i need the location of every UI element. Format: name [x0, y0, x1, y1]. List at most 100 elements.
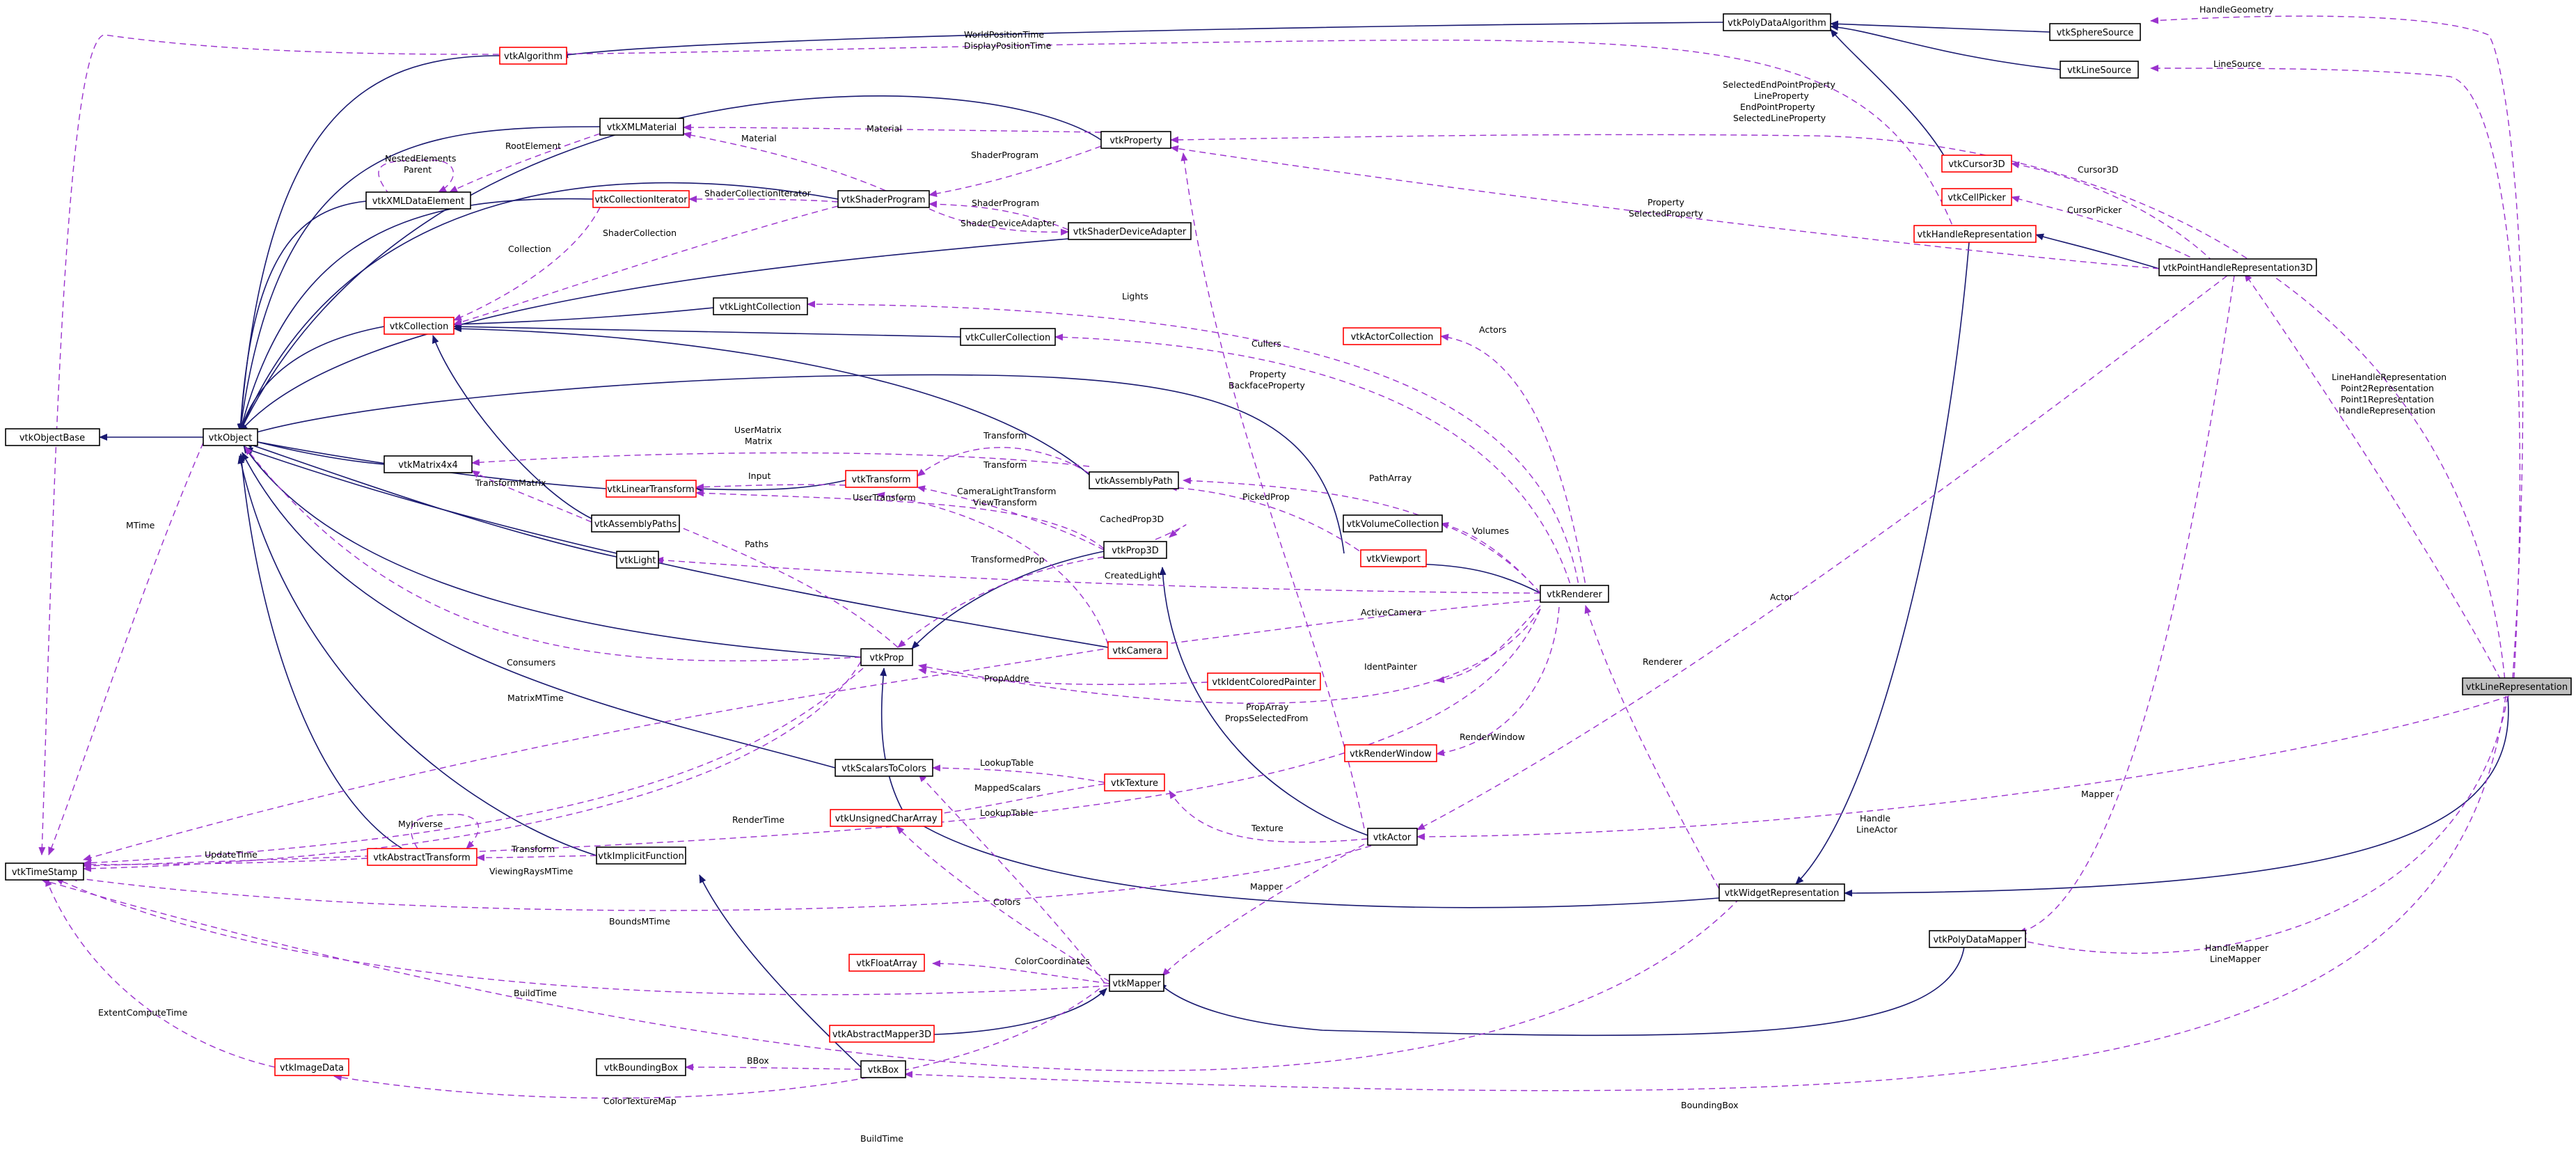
- node-vtkshaderdeviceadapter[interactable]: vtkShaderDeviceAdapter: [1068, 222, 1192, 240]
- node-vtkprop[interactable]: vtkProp: [860, 648, 913, 666]
- node-vtklinesource[interactable]: vtkLineSource: [2060, 61, 2139, 79]
- label-cursor3d: Cursor3D: [2078, 164, 2119, 175]
- label-createdlight: CreatedLight: [1105, 570, 1161, 581]
- node-vtkpolydatamapper[interactable]: vtkPolyDataMapper: [1929, 930, 2026, 948]
- edge-inh-abstracttransform-object: [238, 453, 403, 849]
- node-vtkcullercollection[interactable]: vtkCullerCollection: [960, 328, 1056, 346]
- label-texture: Texture: [1251, 823, 1283, 833]
- label-collection: Collection: [508, 244, 551, 254]
- node-vtktimestamp[interactable]: vtkTimeStamp: [5, 862, 84, 881]
- node-vtkcursor3d[interactable]: vtkCursor3D: [1941, 155, 2012, 173]
- node-vtkvolumecollection[interactable]: vtkVolumeCollection: [1343, 514, 1443, 533]
- label-endpointproperty: EndPointProperty: [1740, 102, 1815, 112]
- node-vtkbox[interactable]: vtkBox: [860, 1060, 906, 1078]
- edge-use-transform1: [917, 447, 1090, 477]
- node-vtkfloatarray[interactable]: vtkFloatArray: [848, 954, 925, 972]
- edge-use-lineproperties: [1170, 134, 2506, 690]
- node-vtkcellpicker[interactable]: vtkCellPicker: [1941, 188, 2012, 206]
- label-cachedprop3d: CachedProp3D: [1100, 514, 1164, 524]
- node-vtkshaderprogram[interactable]: vtkShaderProgram: [837, 190, 930, 208]
- node-vtktransform[interactable]: vtkTransform: [845, 470, 918, 488]
- node-vtkcamera[interactable]: vtkCamera: [1107, 641, 1168, 659]
- label-viewingraysmtime: ViewingRaysMTime: [489, 866, 574, 876]
- node-vtkwidgetrepresentation[interactable]: vtkWidgetRepresentation: [1718, 883, 1845, 901]
- node-vtkidentcoloredpainter[interactable]: vtkIdentColoredPainter: [1207, 672, 1321, 691]
- svg-text:vtkFloatArray: vtkFloatArray: [856, 959, 917, 969]
- svg-text:vtkSphereSource: vtkSphereSource: [2057, 28, 2134, 38]
- edge-use-createdlight: [655, 556, 1541, 594]
- edge-inh-lightcollection-collection: [453, 307, 714, 328]
- label-material1: Material: [867, 123, 902, 134]
- node-vtkmapper[interactable]: vtkMapper: [1109, 974, 1164, 992]
- svg-text:vtkAbstractMapper3D: vtkAbstractMapper3D: [832, 1030, 931, 1040]
- node-vtklineartransform[interactable]: vtkLinearTransform: [606, 480, 697, 498]
- svg-text:vtkUnsignedCharArray: vtkUnsignedCharArray: [835, 814, 938, 824]
- edge-use-nestedelements: [378, 159, 455, 196]
- node-vtkpolydataalgorithm[interactable]: vtkPolyDataAlgorithm: [1723, 13, 1831, 31]
- node-vtkscalarstocolors[interactable]: vtkScalarsToColors: [835, 759, 933, 777]
- edge-use-collection: [453, 207, 601, 321]
- node-vtkactorcollection[interactable]: vtkActorCollection: [1343, 327, 1441, 345]
- svg-text:vtkCursor3D: vtkCursor3D: [1948, 159, 2005, 170]
- node-vtkrenderwindow[interactable]: vtkRenderWindow: [1344, 744, 1437, 762]
- node-vtklinerepresentation[interactable]: vtkLineRepresentation: [2462, 677, 2572, 695]
- node-vtkpointhandlerepresentation3d[interactable]: vtkPointHandleRepresentation3D: [2158, 258, 2317, 276]
- node-vtkobjectbase[interactable]: vtkObjectBase: [5, 428, 100, 446]
- node-vtkobject[interactable]: vtkObject: [203, 428, 258, 446]
- node-vtklight[interactable]: vtkLight: [616, 551, 659, 569]
- edge-use-propaddre: [83, 668, 864, 867]
- edge-use-viewingraysmtime: [83, 661, 862, 872]
- node-vtkxmlmaterial[interactable]: vtkXMLMaterial: [599, 118, 684, 136]
- edge-use-colorcoordinates: [932, 960, 1110, 984]
- label-actor: Actor: [1770, 592, 1794, 602]
- node-vtkspheresource[interactable]: vtkSphereSource: [2049, 23, 2141, 41]
- svg-text:vtkCellPicker: vtkCellPicker: [1947, 193, 2006, 203]
- edge-use-renderwindow: [1436, 606, 1560, 757]
- svg-text:vtkXMLDataElement: vtkXMLDataElement: [372, 196, 465, 207]
- node-vtkmatrix4x4[interactable]: vtkMatrix4x4: [384, 455, 473, 473]
- node-vtkrenderer[interactable]: vtkRenderer: [1540, 585, 1609, 603]
- svg-text:vtkPolyDataAlgorithm: vtkPolyDataAlgorithm: [1728, 18, 1826, 29]
- label-actors: Actors: [1479, 324, 1506, 335]
- node-vtkassemblypath[interactable]: vtkAssemblyPath: [1089, 471, 1179, 489]
- svg-text:vtkLineRepresentation: vtkLineRepresentation: [2466, 682, 2568, 693]
- node-vtkunsignedchararray[interactable]: vtkUnsignedCharArray: [830, 809, 942, 827]
- node-vtkabstracttransform[interactable]: vtkAbstractTransform: [367, 848, 477, 866]
- label-point1representation: Point1Representation: [2341, 394, 2434, 404]
- node-vtkhandlerepresentation[interactable]: vtkHandleRepresentation: [1913, 225, 2037, 243]
- edge-use-transformedprop: [897, 556, 1105, 648]
- node-vtkprop3d[interactable]: vtkProp3D: [1103, 541, 1167, 559]
- node-vtkassemblypaths[interactable]: vtkAssemblyPaths: [591, 514, 680, 533]
- svg-text:vtkCullerCollection: vtkCullerCollection: [965, 333, 1051, 343]
- edge-inh-box-implicitfunction: [699, 874, 862, 1068]
- node-vtkcollection[interactable]: vtkCollection: [384, 317, 455, 335]
- label-colors: Colors: [993, 897, 1020, 907]
- node-vtklightcollection[interactable]: vtkLightCollection: [713, 297, 808, 315]
- node-vtkimplicitfunction[interactable]: vtkImplicitFunction: [596, 846, 686, 865]
- edge-inh-abstractmapper3d-mapper: [933, 988, 1107, 1035]
- label-handlerepresentation: HandleRepresentation: [2339, 405, 2435, 416]
- edge-use-material2: [683, 132, 906, 200]
- node-vtkproperty[interactable]: vtkProperty: [1100, 131, 1171, 149]
- edge-use-handlereps: [2244, 273, 2506, 690]
- node-vtkcollectioniterator[interactable]: vtkCollectionIterator: [592, 190, 690, 208]
- label-proparray: PropArray: [1246, 702, 1289, 712]
- node-vtkxmldataelement[interactable]: vtkXMLDataElement: [365, 191, 471, 210]
- node-vtkimagedata[interactable]: vtkImageData: [274, 1058, 349, 1076]
- svg-text:vtkProp: vtkProp: [869, 653, 903, 663]
- edge-inh-xmlmaterial-object: [237, 126, 601, 432]
- edge-use-mapper1: [2018, 275, 2235, 934]
- edge-inh-xmldataelement-object: [237, 200, 367, 432]
- node-vtktexture[interactable]: vtkTexture: [1104, 773, 1165, 791]
- node-vtkactor[interactable]: vtkActor: [1367, 828, 1418, 846]
- node-vtkabstractmapper3d[interactable]: vtkAbstractMapper3D: [829, 1025, 935, 1043]
- edge-use-cullers: [1054, 333, 1574, 594]
- edge-inh-shaderprogram-object: [239, 182, 839, 432]
- usage-edges: [38, 15, 2524, 1099]
- svg-text:vtkLinearTransform: vtkLinearTransform: [607, 484, 694, 495]
- node-vtkviewport[interactable]: vtkViewport: [1360, 549, 1427, 567]
- node-vtkboundingbox[interactable]: vtkBoundingBox: [596, 1058, 686, 1076]
- node-vtkalgorithm[interactable]: vtkAlgorithm: [499, 47, 567, 65]
- svg-text:vtkCamera: vtkCamera: [1112, 646, 1162, 656]
- label-consumers: Consumers: [507, 657, 555, 668]
